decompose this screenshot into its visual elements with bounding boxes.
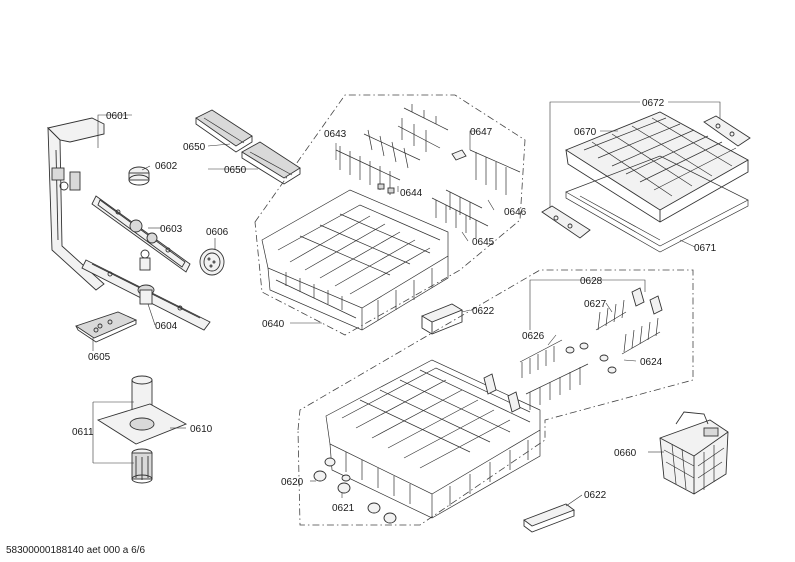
label-0624: 0624 bbox=[640, 357, 663, 368]
label-0650-upper: 0650 bbox=[183, 142, 206, 153]
rack-clips-0644 bbox=[377, 183, 395, 194]
upper-spray-arm bbox=[91, 195, 191, 273]
label-0611: 0611 bbox=[72, 427, 94, 438]
tine-clips-0628 bbox=[483, 287, 663, 413]
lower-basket-group-outline bbox=[297, 269, 694, 526]
label-0620: 0620 bbox=[281, 477, 304, 488]
label-0626: 0626 bbox=[522, 331, 545, 342]
leader-lines bbox=[92, 101, 721, 507]
cutlery-insert-1 bbox=[195, 109, 253, 153]
label-0670: 0670 bbox=[574, 127, 597, 138]
label-0621: 0621 bbox=[332, 503, 355, 514]
upper-basket-group-outline bbox=[254, 94, 526, 336]
rack-adjuster-upper bbox=[420, 303, 464, 335]
label-0603: 0603 bbox=[160, 224, 183, 235]
cutlery-insert-2 bbox=[241, 141, 301, 185]
label-0640: 0640 bbox=[262, 319, 285, 330]
label-0647: 0647 bbox=[470, 127, 493, 138]
drawing-reference: 58300000188140 aet 000 a 6/6 bbox=[6, 545, 145, 556]
tine-bearings-0624 bbox=[565, 342, 617, 374]
folding-tines-0627 bbox=[595, 299, 661, 355]
label-0646: 0646 bbox=[504, 207, 527, 218]
drawer-side-rail-left bbox=[541, 205, 591, 239]
upper-basket bbox=[261, 189, 449, 331]
lower-basket bbox=[325, 359, 541, 519]
label-0604: 0604 bbox=[155, 321, 178, 332]
drawer-side-rail-right bbox=[703, 115, 751, 147]
round-filter-disc bbox=[199, 248, 225, 276]
cutlery-drawer-tray bbox=[565, 111, 749, 223]
label-0605: 0605 bbox=[88, 352, 111, 363]
label-0606: 0606 bbox=[206, 227, 229, 238]
spray-arm-nut bbox=[128, 166, 150, 186]
label-0627: 0627 bbox=[584, 299, 607, 310]
label-0671: 0671 bbox=[694, 243, 717, 254]
label-0644: 0644 bbox=[400, 188, 423, 199]
label-0622-upper: 0622 bbox=[472, 306, 495, 317]
label-0628: 0628 bbox=[580, 276, 603, 287]
folding-tines-0626 bbox=[519, 339, 589, 410]
label-0660: 0660 bbox=[614, 448, 637, 459]
cutlery-basket bbox=[659, 411, 729, 495]
supply-pipe bbox=[47, 117, 105, 291]
label-0672: 0672 bbox=[642, 98, 665, 109]
label-0610: 0610 bbox=[190, 424, 213, 435]
label-0601: 0601 bbox=[106, 111, 129, 122]
upper-rack-tine-rows bbox=[335, 104, 521, 238]
rack-adjuster-lower bbox=[523, 503, 575, 533]
label-0602: 0602 bbox=[155, 161, 178, 172]
drawer-runner-frame bbox=[565, 155, 749, 253]
lower-spray-arm bbox=[81, 259, 211, 331]
sump-filter bbox=[96, 375, 188, 484]
basket-wheels bbox=[313, 457, 397, 524]
spray-arm-cover bbox=[74, 311, 138, 343]
label-0643: 0643 bbox=[324, 129, 347, 140]
rack-clip-0647 bbox=[451, 149, 467, 161]
label-0622-lower: 0622 bbox=[584, 490, 607, 501]
label-0650-lower: 0650 bbox=[224, 165, 247, 176]
label-0645: 0645 bbox=[472, 237, 495, 248]
